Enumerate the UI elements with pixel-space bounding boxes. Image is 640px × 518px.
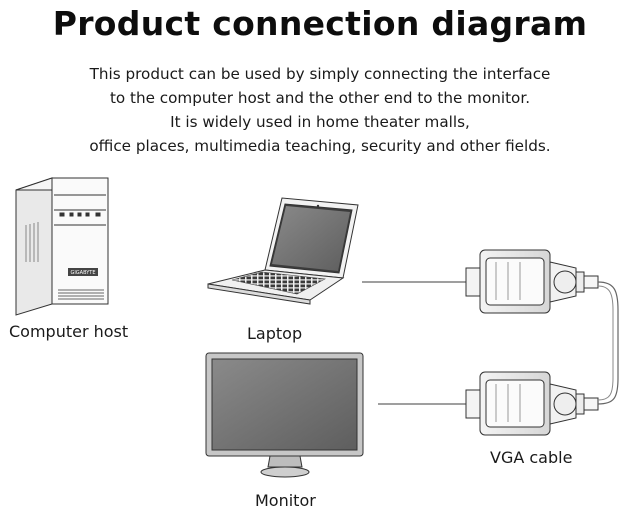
description-line-1: This product can be used by simply conne… [89, 65, 551, 83]
page-title: Product connection diagram [52, 4, 588, 43]
label-computer-host: Computer host [9, 322, 129, 341]
label-laptop: Laptop [247, 324, 303, 343]
computer-tower-image: GIGABYTE [15, 177, 109, 316]
tower-badge: GIGABYTE [70, 270, 95, 276]
description-line-2: to the computer host and the other end t… [109, 89, 531, 107]
laptop-image [207, 197, 359, 305]
description-line-4: office places, multimedia teaching, secu… [89, 137, 551, 155]
description: This product can be used by simply conne… [0, 62, 640, 158]
vga-cable-image [362, 249, 619, 436]
description-line-3: It is widely used in home theater malls, [170, 113, 470, 131]
label-monitor: Monitor [255, 491, 316, 510]
label-vga-cable: VGA cable [490, 448, 573, 467]
monitor-image [205, 352, 364, 478]
